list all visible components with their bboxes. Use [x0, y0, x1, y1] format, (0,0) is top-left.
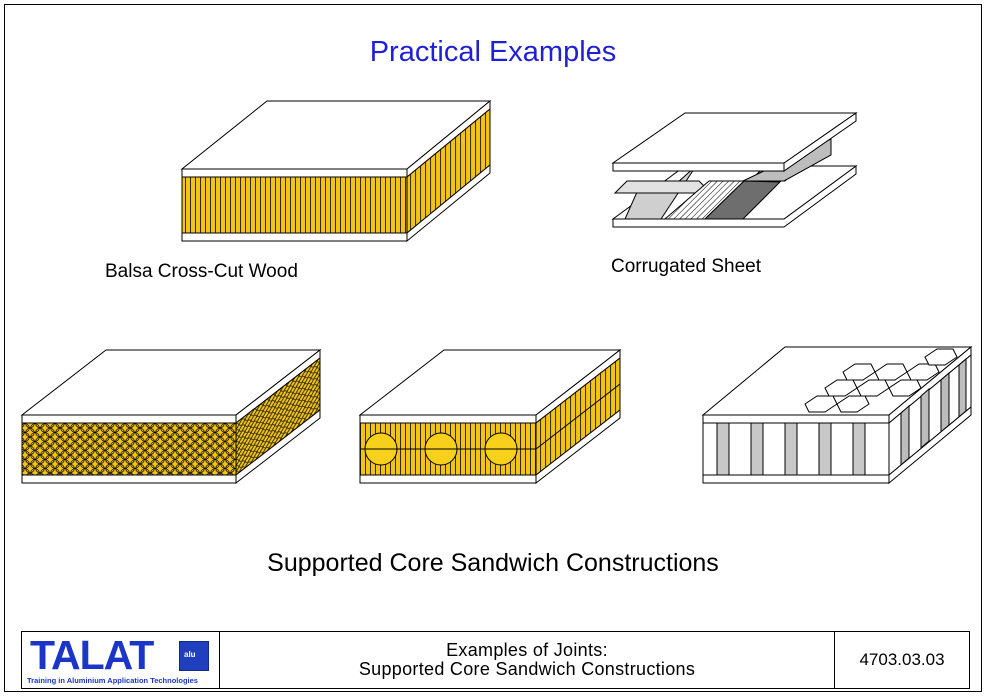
honeycomb-panel — [701, 345, 973, 485]
talat-logo: TALAT alu Training in Aluminium Applicat… — [22, 632, 220, 688]
foam-core-panel — [20, 348, 322, 485]
logo-text: TALAT — [30, 632, 154, 678]
logo-flag-text: alu — [184, 650, 196, 659]
slide-title: Practical Examples — [369, 36, 617, 68]
sandwich-figures — [20, 99, 973, 485]
footer-description-line1: Examples of Joints: — [446, 640, 608, 660]
caption-corrugated: Corrugated Sheet — [611, 256, 761, 277]
footer-description: Examples of Joints: Supported Core Sandw… — [220, 632, 835, 688]
corrugated-panel — [611, 112, 858, 228]
eu-flag-icon: alu — [179, 641, 209, 671]
footer-description-line2: Supported Core Sandwich Constructions — [358, 659, 696, 679]
balsa-panel — [180, 99, 492, 243]
slide: Practical Examples — [4, 4, 982, 692]
footer-code: 4703.03.03 — [859, 650, 945, 669]
footer: TALAT alu Training in Aluminium Applicat… — [21, 631, 970, 689]
caption-balsa: Balsa Cross-Cut Wood — [105, 261, 298, 282]
tube-core-panel — [358, 348, 622, 485]
logo-subtitle: Training in Aluminium Application Techno… — [27, 676, 198, 685]
caption-main: Supported Core Sandwich Constructions — [267, 549, 719, 577]
